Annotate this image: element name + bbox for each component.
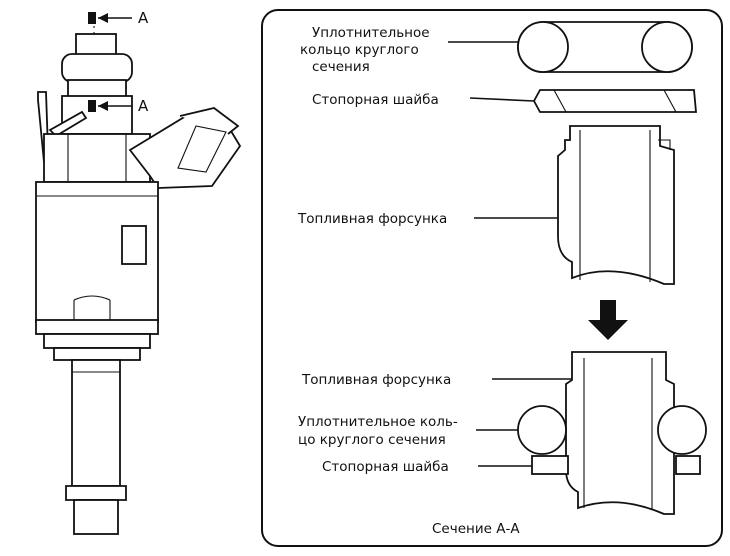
retaining-washer-top [532, 89, 697, 113]
o-ring-left [517, 405, 567, 455]
injector-top [557, 125, 675, 285]
injector-side-view: А А [35, 9, 242, 535]
label-o-ring-top-3: сечения [312, 59, 370, 75]
assembly-arrow-icon [588, 300, 628, 340]
label-washer-bottom: Стопорная шайба [322, 459, 449, 475]
section-panel-border [261, 9, 723, 547]
section-caption: Сечение А-А [432, 521, 520, 537]
label-o-ring-top-1: Уплотнительное [312, 25, 430, 41]
label-injector-bottom: Топливная форсунка [301, 372, 451, 388]
retaining-washer-left [531, 455, 569, 475]
label-o-ring-bottom-1: Уплотнительное коль- [298, 414, 458, 430]
label-o-ring-top-2: кольцо круглого [300, 42, 419, 58]
label-washer-top: Стопорная шайба [312, 92, 439, 108]
o-ring-right [657, 405, 707, 455]
label-injector-top: Топливная форсунка [297, 211, 447, 227]
retaining-washer-right [675, 455, 701, 475]
o-ring-top [517, 21, 693, 73]
section-marker-bottom: А [138, 97, 149, 115]
label-o-ring-bottom-2: цо круглого сечения [298, 432, 446, 448]
section-marker-top: А [138, 9, 149, 27]
